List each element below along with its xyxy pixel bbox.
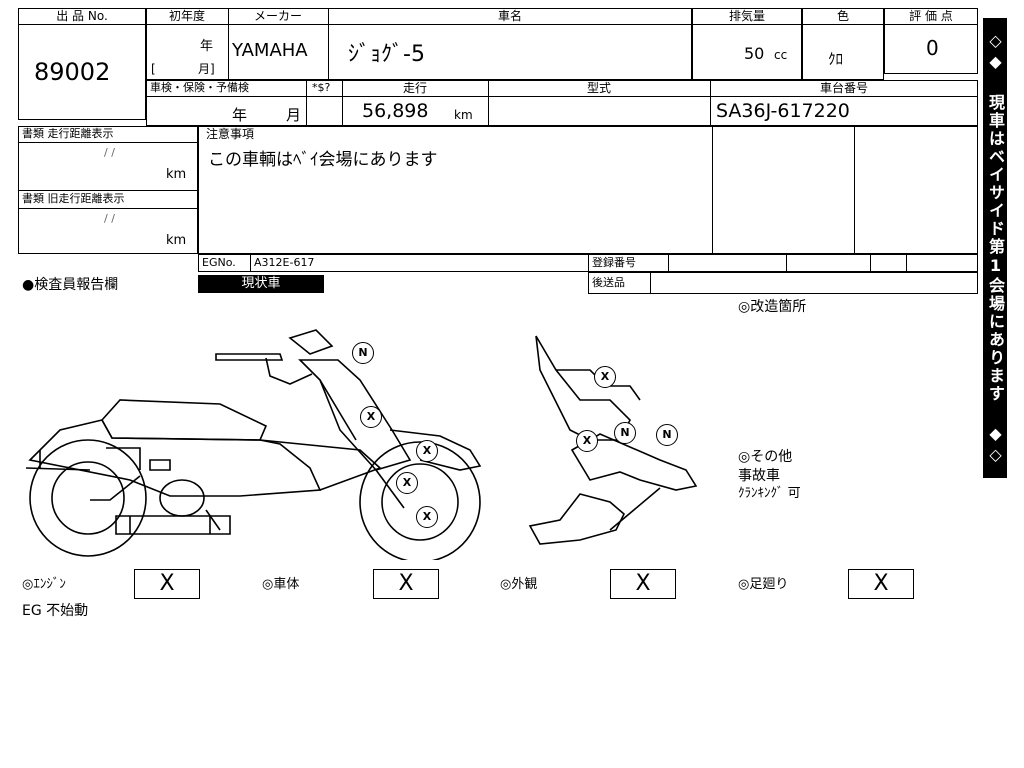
notes-text: この車輌はﾍﾞｲ会場にあります (208, 150, 438, 170)
year-label: 年 (200, 39, 214, 54)
doc1-slashes: / / (104, 146, 115, 159)
mark-n-handle: N (352, 342, 374, 364)
mark-x-part-1: X (594, 366, 616, 388)
doc2-unit: km (166, 233, 187, 248)
footer-note: EG 不始動 (22, 603, 89, 619)
maker-label: メーカー (253, 9, 302, 23)
displacement-label: 排気量 (728, 9, 765, 23)
rating-body-value: X (373, 569, 439, 599)
rating-exterior-label: ◎外観 (500, 577, 538, 592)
rating-exterior-value: X (610, 569, 676, 599)
mark-x-part-2: X (576, 430, 598, 452)
model-label: 型式 (586, 81, 611, 95)
mark-x-body-2: X (416, 440, 438, 462)
inspection-label: 車検・保険・予備検 (150, 81, 249, 94)
other-line1: 事故車 (738, 468, 780, 484)
mileage-value: 56,898 (362, 100, 429, 122)
mileage-unit: km (454, 108, 473, 122)
chassis-value: SA36J-617220 (716, 100, 850, 122)
inspection-month: 月 (286, 106, 302, 124)
car-name-value: ｼﾞｮｸﾞ-5 (348, 42, 425, 67)
score-value: 0 (926, 36, 939, 60)
displacement-unit: cc (774, 48, 788, 62)
doc1-label: 書類 走行距離表示 (22, 127, 114, 140)
other-line2: ｸﾗﾝｷﾝｸﾞ 可 (738, 486, 801, 501)
price-label: *$? (312, 81, 331, 94)
notes-label: 注意事項 (206, 127, 255, 141)
doc1-unit: km (166, 167, 187, 182)
inspection-year: 年 (232, 106, 248, 124)
month-label: 月] (198, 62, 215, 76)
reg-label: 登録番号 (592, 256, 636, 269)
mileage-label: 走行 (402, 81, 427, 95)
lot-no-label: 出 品 No. (56, 9, 108, 23)
score-label: 評 価 点 (909, 9, 953, 23)
scooter-diagram (25, 329, 698, 560)
first-year-label: 初年度 (168, 9, 205, 23)
chassis-label: 車台番号 (819, 81, 868, 95)
modified-label: ◎改造箇所 (738, 299, 807, 315)
ship-label: 後送品 (592, 276, 625, 289)
other-label: ◎その他 (738, 449, 793, 465)
maker-value: YAMAHA (232, 40, 308, 61)
rating-engine-value: X (134, 569, 200, 599)
mark-n-part-2: N (656, 424, 678, 446)
color-label: 色 (836, 9, 849, 23)
doc2-slashes: / / (104, 212, 115, 225)
location-sidebar: ◇◆ 現車はベイサイド第1会場にあります ◆◇ (983, 18, 1007, 478)
bracket-open: [ (151, 62, 156, 76)
eg-value: A312E-617 (254, 256, 315, 269)
rating-engine-label: ◎ｴﾝｼﾞﾝ (22, 577, 66, 592)
lot-no-box (18, 8, 146, 120)
mark-x-body-1: X (360, 406, 382, 428)
car-name-label: 車名 (497, 9, 522, 23)
mark-x-body-4: X (416, 506, 438, 528)
current-state-badge: 現状車 (198, 275, 324, 293)
lot-no-value: 89002 (34, 58, 111, 86)
doc2-label: 書類 旧走行距離表示 (22, 192, 125, 205)
color-value: ｸﾛ (828, 50, 844, 68)
displacement-value: 50 (744, 44, 765, 63)
mark-n-part-1: N (614, 422, 636, 444)
mark-x-body-3: X (396, 472, 418, 494)
rating-suspension-label: ◎足廻り (738, 577, 789, 592)
eg-label: EGNo. (202, 256, 236, 269)
rating-body-label: ◎車体 (262, 577, 300, 592)
inspector-title: ●検査員報告欄 (22, 277, 119, 293)
rating-suspension-value: X (848, 569, 914, 599)
